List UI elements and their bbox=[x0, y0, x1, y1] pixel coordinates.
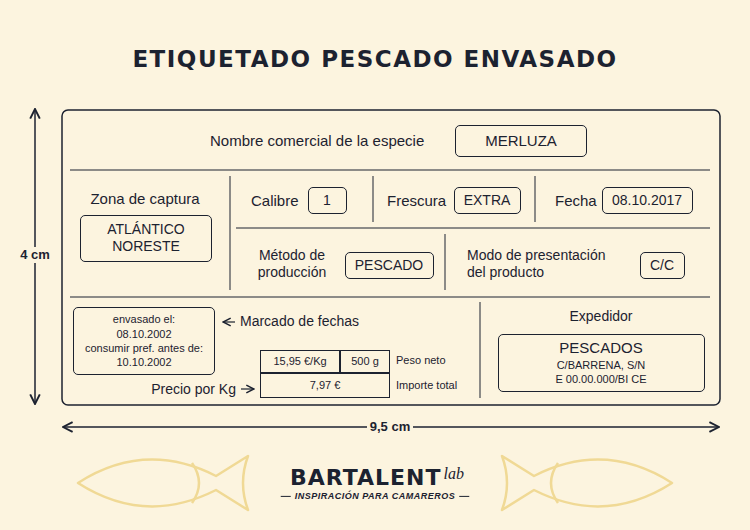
box-text: 10.10.2002 bbox=[116, 355, 171, 369]
method-box: PESCADO bbox=[345, 252, 434, 279]
cell-dividers bbox=[70, 170, 710, 398]
field-label: Zona de captura bbox=[90, 190, 199, 208]
box-text: envasado el: bbox=[113, 312, 175, 326]
leader-arrows bbox=[223, 322, 254, 389]
fish-right bbox=[502, 456, 672, 510]
box-text: PESCADOS bbox=[559, 339, 642, 358]
field-label: Fecha bbox=[555, 192, 597, 210]
box-text: C/BARRENA, S/N bbox=[557, 358, 646, 372]
box-text: C/C bbox=[650, 257, 674, 274]
callout-label: Importe total bbox=[396, 379, 457, 392]
field-label: Expedidor bbox=[569, 308, 632, 325]
zone-box: ATLÁNTICO NORESTE bbox=[80, 215, 212, 262]
box-text: 7,97 € bbox=[310, 378, 341, 392]
title: ETIQUETADO PESCADO ENVASADO bbox=[132, 48, 617, 71]
price-cell: 15,95 €/Kg bbox=[260, 350, 340, 373]
callout-label: Peso neto bbox=[396, 354, 446, 367]
dimension-arrows bbox=[35, 109, 719, 427]
size-box: 1 bbox=[308, 187, 347, 214]
date-box: 08.10.2017 bbox=[602, 187, 693, 214]
callout-label: Precio por Kg bbox=[151, 381, 236, 398]
weight-cell: 500 g bbox=[340, 350, 390, 373]
callout-label: Marcado de fechas bbox=[240, 313, 359, 330]
field-label: Nombre comercial de la especie bbox=[210, 132, 424, 150]
box-text: consumir pref. antes de: bbox=[85, 341, 203, 355]
box-text: 08.10.2002 bbox=[116, 327, 171, 341]
box-text: ATLÁNTICO NORESTE bbox=[90, 221, 202, 255]
logo-tagline: INSPIRACIÓN PARA CAMAREROS bbox=[295, 491, 456, 502]
label-frame bbox=[62, 110, 720, 405]
box-text: EXTRA bbox=[464, 192, 511, 209]
dimension-label: 4 cm bbox=[17, 247, 53, 263]
field-label: Frescura bbox=[387, 192, 446, 210]
total-cell: 7,97 € bbox=[260, 373, 390, 398]
field-label: Calibre bbox=[251, 192, 299, 210]
field-label: Método de producción bbox=[245, 247, 340, 281]
box-text: 500 g bbox=[351, 354, 379, 368]
presentation-box: C/C bbox=[640, 252, 685, 279]
field-label: Modo de presentación del producto bbox=[467, 247, 627, 281]
shipper-box: PESCADOSC/BARRENA, S/NE 00.00.000/BI CE bbox=[498, 334, 705, 392]
dimension-label: 9,5 cm bbox=[367, 419, 413, 435]
logo-suffix: lab bbox=[444, 464, 464, 483]
species-box: MERLUZA bbox=[455, 125, 587, 157]
box-text: MERLUZA bbox=[485, 132, 557, 150]
dates-box: envasado el:08.10.2002consumir pref. ant… bbox=[73, 307, 215, 375]
logo-word: BARTALENT bbox=[290, 465, 442, 491]
freshness-box: EXTRA bbox=[454, 187, 521, 214]
box-text: 15,95 €/Kg bbox=[273, 354, 326, 368]
box-text: E 00.00.000/BI CE bbox=[555, 372, 646, 386]
box-text: 1 bbox=[323, 192, 331, 209]
box-text: 08.10.2017 bbox=[612, 192, 682, 209]
fish-left bbox=[78, 456, 248, 510]
box-text: PESCADO bbox=[355, 257, 423, 274]
